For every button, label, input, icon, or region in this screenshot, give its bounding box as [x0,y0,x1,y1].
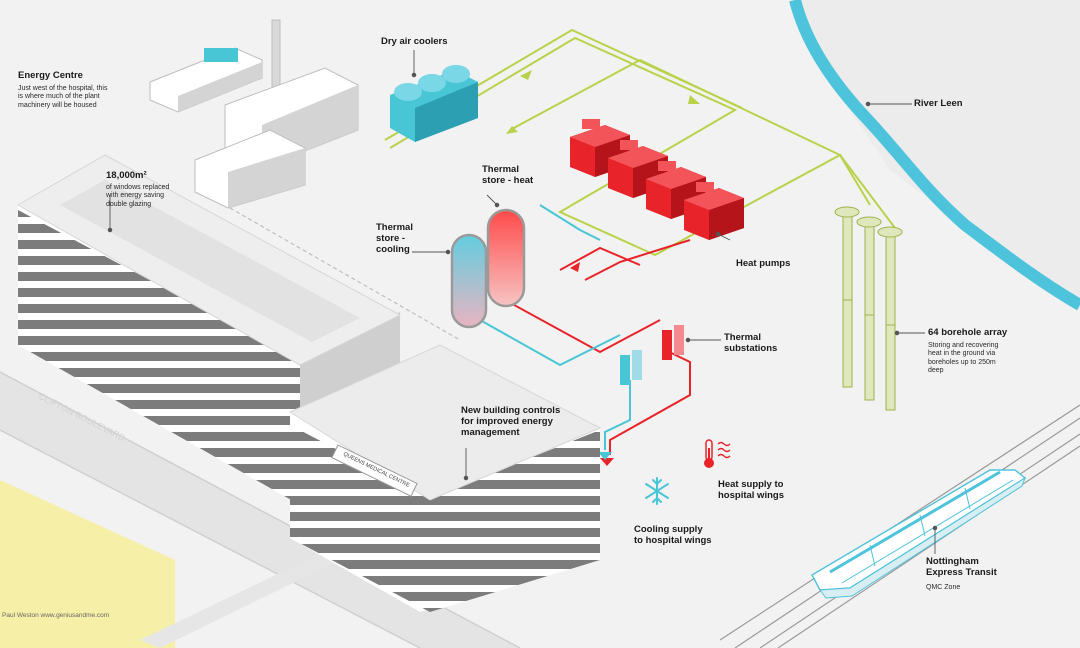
energy-centre-description: Just west of the hospital, this is where… [18,85,108,109]
river-leen-channel [789,0,1080,311]
heat-supply-label: Heat supply to hospital wings [718,479,784,502]
cooling-pipes [479,204,631,450]
snowflake-icon [645,477,669,505]
tram-zone: QMC Zone [926,584,961,591]
flow-arrow [520,70,532,80]
thermal-store-heat-label: Thermal store - heat [482,164,534,187]
heat-pumps [570,119,744,240]
windows-description: of windows replaced with energy saving d… [106,184,170,208]
credit-text: Paul Weston www.geniusandme.com [2,612,110,619]
tram [811,469,1027,599]
dry-air-coolers [390,65,478,142]
thermal-substations-label: Thermal substations [724,332,778,355]
cooling-supply-label: Cooling supply to hospital wings [634,524,712,547]
building-controls-label: New building controls for improved energ… [461,405,561,439]
dashed-link [229,207,461,341]
hospital-building-front [288,344,602,612]
thermal-substations [620,325,684,385]
tram-title: Nottingham Express Transit [926,556,997,579]
tram-rail [777,445,1080,648]
heat-pipes [504,239,691,455]
river-bank [790,0,1080,310]
thermal-store-cooling [450,233,488,329]
borehole-array-title: 64 borehole array [928,327,1008,338]
thermometer-heat-icon [704,439,731,468]
river-leen-label: River Leen [914,98,963,109]
road-edge [0,429,421,648]
heat-pumps-label: Heat pumps [736,258,791,269]
flow-arrow [688,95,700,104]
borehole-array-description: Storing and recovering heat in the groun… [928,342,999,374]
heat-flow-arrow [570,262,580,272]
leader-lines [107,50,938,554]
thermal-store-cooling-label: Thermal store - cooling [376,222,413,256]
dry-air-coolers-label: Dry air coolers [381,36,448,47]
energy-centre-title: Energy Centre [18,70,83,81]
borehole-array [834,206,903,411]
windows-title: 18,000m² [106,170,147,181]
flow-arrow [506,126,518,134]
sand-area [0,480,175,648]
cooling-flow-arrow [598,452,612,460]
heat-flow-arrow [600,458,614,466]
thermal-store-heat [486,208,526,308]
energy-centre-buildings [149,19,359,209]
